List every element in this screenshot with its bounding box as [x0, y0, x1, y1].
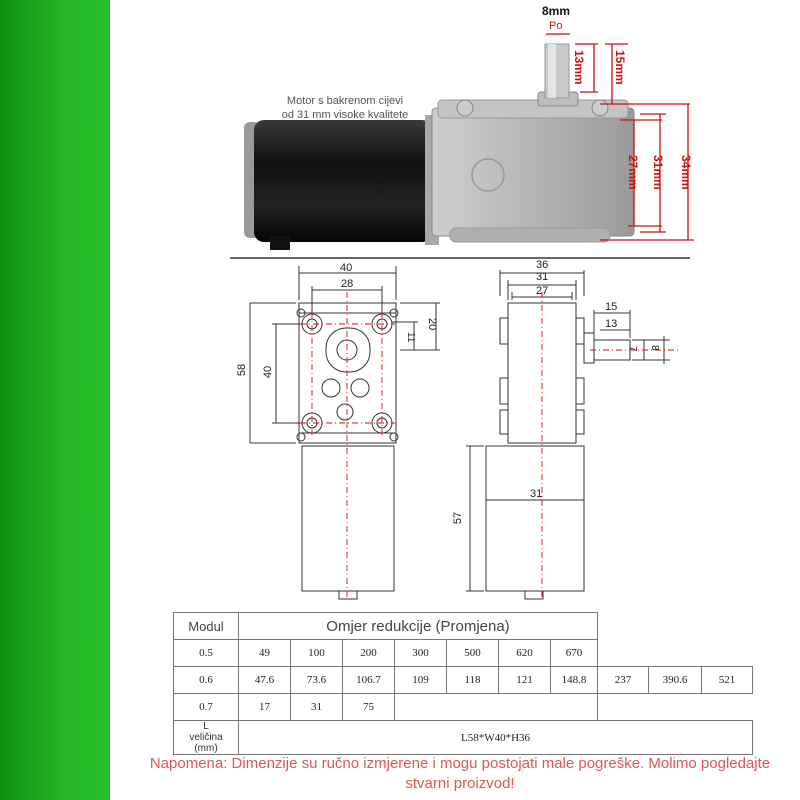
measurement-note: Napomena: Dimenzije su ručno izmjerene i…: [149, 755, 771, 792]
side-dim-7: 7: [627, 346, 638, 352]
side-dim-36: 36: [536, 259, 549, 271]
ratio-cell: 390.6: [648, 666, 702, 694]
motor-photo: [244, 43, 635, 250]
modul-cell: 0.6: [173, 666, 239, 694]
ratio-cell: 47.6: [238, 666, 291, 694]
table-row: 0.5 49 100 200 300 500 620 670: [173, 639, 753, 667]
photo-dimension-lines: [546, 33, 694, 241]
dim-31mm-label: 31mm: [651, 155, 665, 190]
ratio-cell: 100: [290, 639, 343, 667]
dim-27mm-label: 27mm: [626, 155, 640, 190]
ratio-cell: 106.7: [342, 666, 395, 694]
ratio-cell: 521: [701, 666, 753, 694]
size-header-line2: veličina: [189, 732, 223, 743]
ratio-cell: 500: [446, 639, 499, 667]
front-view: [249, 266, 440, 600]
table-row: 0.6 47.6 73.6 106.7 109 118 121 148.8 23…: [173, 666, 753, 694]
side-dim-31-motor: 31: [530, 488, 543, 500]
ratio-cell: 73.6: [290, 666, 343, 694]
ratio-cell: 17: [238, 693, 291, 721]
green-side-bar: [0, 0, 110, 800]
table-row: L veličina (mm) L58*W40*H36: [173, 720, 753, 755]
ratio-cell: 109: [394, 666, 447, 694]
side-dim-27: 27: [536, 285, 549, 297]
dim-13mm-label: 13mm: [572, 50, 586, 85]
front-dim-40-top: 40: [340, 262, 353, 274]
ratio-cell: 121: [498, 666, 551, 694]
front-view-centerlines: [300, 292, 395, 600]
ratio-cell: 49: [238, 639, 291, 667]
size-header-line1: L: [203, 721, 209, 732]
ratio-cell: 118: [446, 666, 499, 694]
side-dim-13: 13: [605, 318, 618, 330]
side-view: [466, 270, 670, 600]
front-dim-40-side: 40: [262, 365, 275, 379]
dim-8mm-label: 8mm: [542, 4, 571, 18]
size-value: L58*W40*H36: [238, 720, 753, 755]
front-dim-58: 58: [236, 363, 249, 377]
dim-34mm-label: 34mm: [679, 155, 693, 190]
ratio-cell: 200: [342, 639, 395, 667]
ratio-cell: 75: [342, 693, 395, 721]
table-header-row: Modul Omjer redukcije (Promjena): [173, 612, 753, 640]
ratio-cell: 237: [597, 666, 649, 694]
ratio-cell: 670: [550, 639, 598, 667]
modul-cell: 0.5: [173, 639, 239, 667]
size-header-line3: (mm): [194, 743, 218, 754]
modul-header: Modul: [173, 612, 239, 640]
side-dim-15: 15: [605, 301, 618, 313]
reduction-ratio-table: Modul Omjer redukcije (Promjena) 0.5 49 …: [173, 612, 753, 755]
modul-cell: 0.7: [173, 693, 239, 721]
front-dim-28: 28: [341, 278, 354, 290]
ratio-cell: 31: [290, 693, 343, 721]
ratio-header: Omjer redukcije (Promjena): [238, 612, 598, 640]
dim-15mm-label: 15mm: [613, 50, 627, 85]
photo-caption-line1: Motor s bakrenom cijevi: [286, 95, 404, 107]
table-row: 0.7 17 31 75: [173, 693, 753, 721]
side-dim-57: 57: [452, 511, 465, 525]
ratio-cell: 620: [498, 639, 551, 667]
front-dim-11: 11: [405, 332, 416, 343]
dim-po-label: Po: [549, 20, 563, 32]
ratio-cell: 148.8: [550, 666, 598, 694]
front-dim-20: 20: [426, 318, 438, 331]
side-view-centerlines: [541, 292, 680, 600]
side-dim-31-top: 31: [536, 271, 549, 283]
side-dim-8: 8: [649, 345, 660, 351]
ratio-cell: 300: [394, 639, 447, 667]
photo-caption: Motor s bakrenom cijevi od 31 mm visoke …: [250, 94, 440, 122]
photo-caption-line2: od 31 mm visoke kvalitete: [281, 109, 409, 121]
size-header: L veličina (mm): [173, 720, 239, 755]
